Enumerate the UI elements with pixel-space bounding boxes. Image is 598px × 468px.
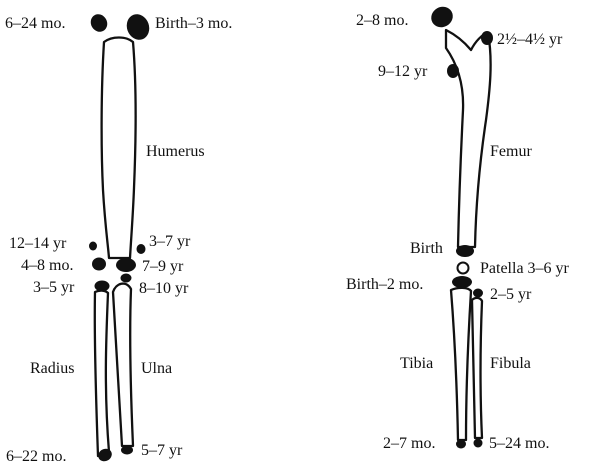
ulna-shaft [113, 284, 133, 446]
label-distal-femur: Birth [410, 240, 443, 257]
label-trochlea: 7–9 yr [142, 258, 184, 275]
label-patella: Patella 3–6 yr [480, 260, 570, 277]
humerus-shaft [102, 38, 136, 259]
label-lesser-trochanter: 9–12 yr [378, 63, 428, 80]
proximal-fibula-center [473, 289, 483, 298]
femoral-head-center [427, 3, 456, 31]
label-proximal-fibula: 2–5 yr [490, 286, 532, 303]
label-distal-tibia: 2–7 mo. [383, 435, 435, 452]
olecranon-center [121, 274, 132, 283]
label-radius: Radius [30, 360, 74, 377]
label-humerus: Humerus [146, 143, 205, 160]
distal-tibia-center [456, 440, 466, 449]
patella-center [458, 263, 469, 274]
label-medial-epicondyle: 12–14 yr [9, 235, 67, 252]
humerus-head-medial-center [88, 11, 111, 35]
label-tibia: Tibia [400, 355, 433, 372]
label-femur: Femur [490, 143, 532, 160]
radius-shaft [95, 291, 109, 456]
label-lateral-epicondyle: 3–7 yr [149, 233, 191, 250]
tibia-shaft [451, 288, 471, 440]
label-femoral-head: 2–8 mo. [356, 12, 408, 29]
leg-diagram: 2–8 mo. 2½–4½ yr 9–12 yr Femur Birth Pat… [346, 3, 570, 452]
label-distal-radius: 6–22 mo. [6, 448, 66, 465]
label-greater-trochanter: 2½–4½ yr [497, 31, 563, 48]
label-humerus-head: Birth–3 mo. [155, 15, 232, 32]
femur-shaft [446, 30, 491, 247]
label-proximal-tibia: Birth–2 mo. [346, 276, 423, 293]
lesser-trochanter-center [447, 64, 459, 78]
medial-epicondyle-center [89, 242, 97, 251]
distal-ulna-center [121, 446, 133, 455]
label-humerus-head-medial: 6–24 mo. [5, 15, 65, 32]
label-distal-ulna: 5–7 yr [141, 442, 183, 459]
proximal-tibia-center [452, 276, 472, 288]
label-distal-fibula: 5–24 mo. [489, 435, 549, 452]
label-fibula: Fibula [490, 355, 531, 372]
label-capitulum: 4–8 mo. [21, 257, 73, 274]
lateral-epicondyle-center [137, 244, 146, 254]
distal-femur-center [456, 245, 474, 257]
distal-fibula-center [474, 439, 483, 448]
fibula-shaft [472, 298, 482, 438]
trochlea-center [116, 258, 136, 272]
arm-diagram: 6–24 mo. Birth–3 mo. Humerus 12–14 yr 3–… [5, 11, 232, 465]
label-olecranon: 8–10 yr [139, 280, 189, 297]
capitulum-center [92, 258, 106, 271]
label-radial-head: 3–5 yr [33, 279, 75, 296]
label-ulna: Ulna [141, 360, 172, 377]
greater-trochanter-center [481, 31, 493, 45]
